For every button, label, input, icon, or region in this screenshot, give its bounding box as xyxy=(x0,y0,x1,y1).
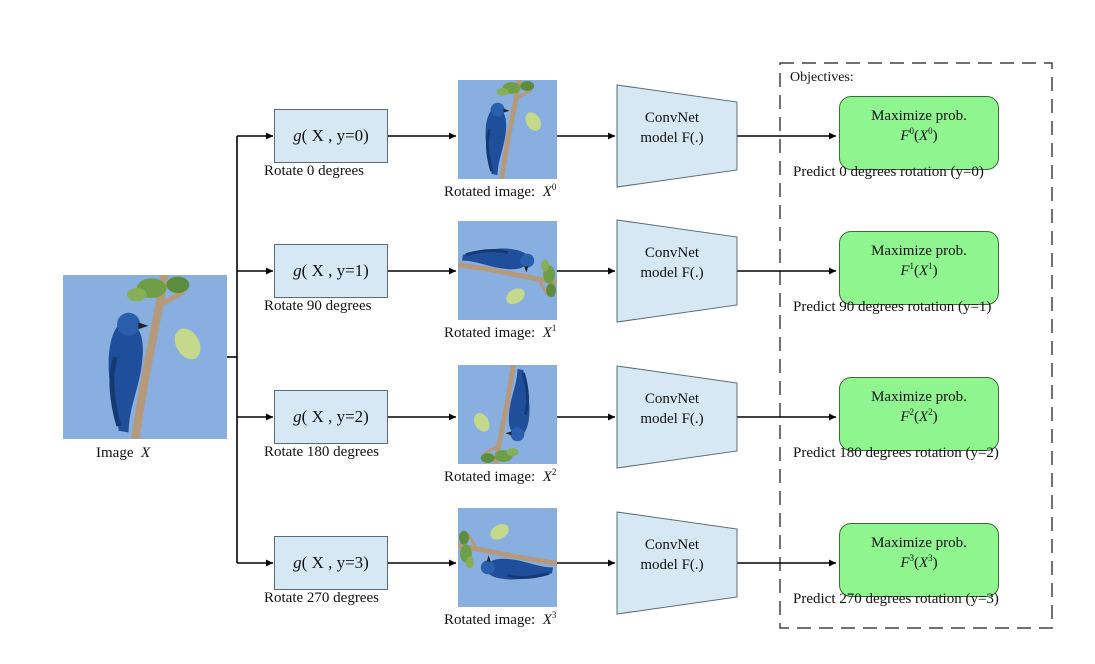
rotation-op-box: g( X , y=0) xyxy=(274,109,388,163)
predict-caption: Predict 180 degrees rotation (y=2) xyxy=(793,445,999,461)
bird-image xyxy=(458,80,557,179)
bird-image xyxy=(63,275,227,439)
predict-caption: Predict 90 degrees rotation (y=1) xyxy=(793,299,992,315)
rotation-op-caption: Rotate 90 degrees xyxy=(264,298,372,314)
convnet-model-shape xyxy=(616,365,738,469)
rotated-image xyxy=(458,508,557,607)
rotated-image-caption: Rotated image: X2 xyxy=(444,467,557,486)
bird-image xyxy=(458,365,557,464)
rotation-op-caption: Rotate 0 degrees xyxy=(264,163,364,179)
objective-box: Maximize prob. F2(X2) xyxy=(839,377,999,451)
rotated-image-caption: Rotated image: X1 xyxy=(444,323,557,342)
convnet-model-shape xyxy=(616,511,738,615)
convnet-model-shape xyxy=(616,84,738,188)
rotated-image-caption: Rotated image: X3 xyxy=(444,610,557,629)
input-caption: Image X xyxy=(96,445,151,461)
bird-image xyxy=(458,221,557,320)
predict-caption: Predict 0 degrees rotation (y=0) xyxy=(793,164,984,180)
objective-box: Maximize prob. F0(X0) xyxy=(839,96,999,170)
rotation-op-box: g( X , y=2) xyxy=(274,390,388,444)
input-image xyxy=(63,275,227,439)
convnet-model-shape xyxy=(616,219,738,323)
rotated-image xyxy=(458,365,557,464)
predict-caption: Predict 270 degrees rotation (y=3) xyxy=(793,591,999,607)
bird-image xyxy=(458,508,557,607)
objective-box: Maximize prob. F3(X3) xyxy=(839,523,999,597)
rotation-op-box: g( X , y=1) xyxy=(274,244,388,298)
rotation-op-caption: Rotate 180 degrees xyxy=(264,444,379,460)
rotation-op-caption: Rotate 270 degrees xyxy=(264,590,379,606)
objective-box: Maximize prob. F1(X1) xyxy=(839,231,999,305)
objectives-title: Objectives: xyxy=(790,70,854,85)
objectives-frame xyxy=(779,62,1053,629)
rotated-image xyxy=(458,80,557,179)
rotated-image-caption: Rotated image: X0 xyxy=(444,182,557,201)
rotation-op-box: g( X , y=3) xyxy=(274,536,388,590)
rotated-image xyxy=(458,221,557,320)
